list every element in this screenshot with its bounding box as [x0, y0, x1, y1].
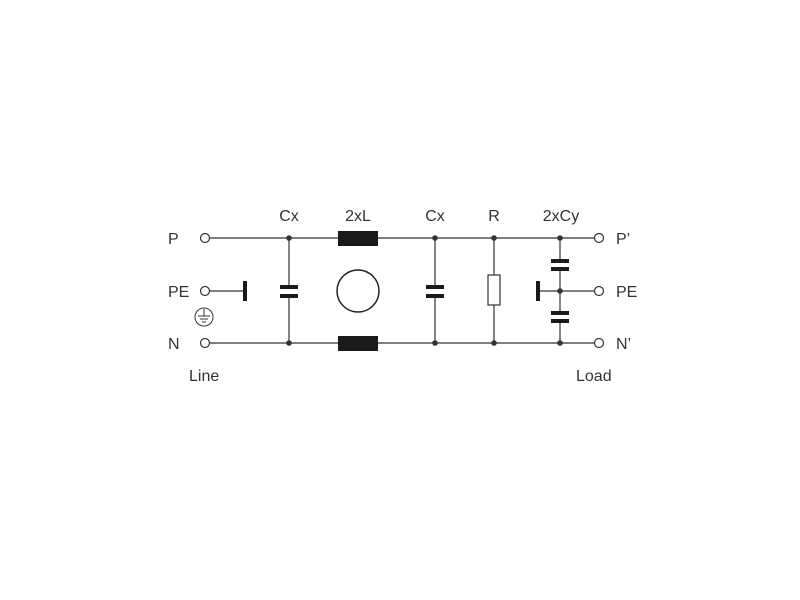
cy-upper-capacitor [551, 259, 569, 271]
right-n-label: N’ [616, 336, 631, 353]
cy-lower-capacitor [551, 311, 569, 323]
terminal-n-right [593, 337, 605, 349]
junction-dot [557, 288, 563, 294]
junction-dot [491, 235, 497, 241]
left-pe-label: PE [168, 284, 189, 301]
terminal-pe-left [199, 285, 211, 297]
junctions [286, 235, 563, 346]
left-p-label: P [168, 231, 179, 248]
terminal-p-right [593, 232, 605, 244]
terminals [199, 232, 605, 349]
cx-input-label: Cx [279, 208, 299, 225]
earth-ground-icon [194, 307, 214, 327]
junction-dot [432, 235, 438, 241]
junction-dot [286, 340, 292, 346]
cx-output-capacitor [426, 285, 444, 298]
load-label: Load [576, 368, 612, 385]
inductor-core [336, 269, 380, 313]
junction-dot [557, 340, 563, 346]
cx-output-label: Cx [425, 208, 445, 225]
right-pe-label: PE [616, 284, 637, 301]
inductors-label: 2xL [345, 208, 371, 225]
junction-dot [557, 235, 563, 241]
inductor-top [338, 231, 378, 246]
line-label: Line [189, 368, 219, 385]
junction-dot [491, 340, 497, 346]
terminal-n-left [199, 337, 211, 349]
resistor-label: R [488, 208, 500, 225]
junction-dot [286, 235, 292, 241]
resistor-body [487, 274, 501, 306]
cx-input-capacitor [280, 285, 298, 298]
right-p-label: P’ [616, 231, 630, 248]
cy-label: 2xCy [543, 208, 579, 225]
terminal-p-left [199, 232, 211, 244]
left-n-label: N [168, 336, 180, 353]
junction-dot [432, 340, 438, 346]
inductor-bottom [338, 336, 378, 351]
terminal-pe-right [593, 285, 605, 297]
